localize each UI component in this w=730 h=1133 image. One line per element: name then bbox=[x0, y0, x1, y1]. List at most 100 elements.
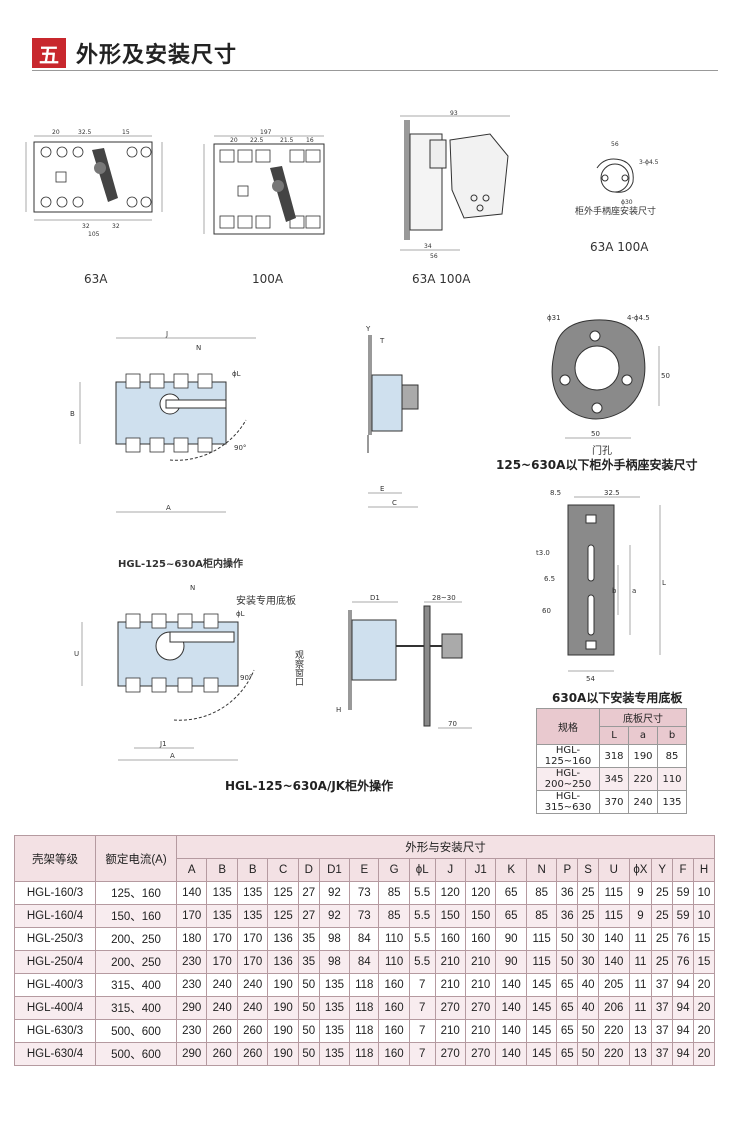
base-table-cell: 220 bbox=[628, 767, 658, 791]
dimension-cell: 135 bbox=[236, 904, 269, 928]
dimension-cell: 160 bbox=[378, 973, 410, 997]
dimension-cell: 120 bbox=[464, 881, 497, 905]
dim-table-col-header: N bbox=[525, 858, 558, 882]
dimension-cell: 11 bbox=[628, 973, 653, 997]
dimension-cell: 50 bbox=[556, 950, 579, 974]
dimension-cell: 160 bbox=[378, 996, 410, 1020]
dimension-cell: 25 bbox=[577, 904, 600, 928]
svg-text:ϕ30: ϕ30 bbox=[621, 199, 633, 206]
base-table-cell: 318 bbox=[599, 744, 629, 768]
base-table-cell: 240 bbox=[628, 790, 658, 814]
svg-text:Y: Y bbox=[365, 325, 371, 333]
base-table-row: HGL-200~250 345 220 110 bbox=[536, 767, 687, 791]
dimension-cell: 90 bbox=[495, 927, 527, 951]
svg-text:197: 197 bbox=[260, 129, 272, 136]
dimension-cell: 65 bbox=[495, 881, 527, 905]
dimension-cell: 260 bbox=[236, 1042, 269, 1066]
dimension-cell: 9 bbox=[628, 904, 653, 928]
header-divider bbox=[32, 70, 718, 71]
svg-text:20: 20 bbox=[230, 137, 238, 144]
dimension-cell: 5.5 bbox=[408, 881, 436, 905]
svg-text:90°: 90° bbox=[240, 674, 252, 682]
section-header: 五 外形及安装尺寸 bbox=[32, 38, 237, 68]
current-cell: 200、250 bbox=[95, 927, 177, 951]
svg-text:105: 105 bbox=[88, 231, 100, 238]
base-table-cell: 370 bbox=[599, 790, 629, 814]
model-cell: HGL-160/3 bbox=[14, 881, 96, 905]
dimension-cell: 94 bbox=[672, 1042, 694, 1066]
dimension-cell: 65 bbox=[556, 1019, 579, 1043]
dimension-cell: 220 bbox=[598, 1042, 630, 1066]
base-table-col: L bbox=[599, 726, 629, 745]
dimension-cell: 240 bbox=[206, 996, 238, 1020]
drawing-handle-seat: 563-ϕ4.5 ϕ30 bbox=[596, 141, 659, 206]
dim-table-col-header: K bbox=[495, 858, 527, 882]
dimension-cell: 59 bbox=[672, 904, 694, 928]
dimension-cell: 73 bbox=[349, 904, 380, 928]
base-table-cell: 345 bbox=[599, 767, 629, 791]
svg-text:J: J bbox=[165, 330, 168, 338]
handle-seat-note: 柜外手柄座安装尺寸 bbox=[575, 207, 657, 217]
svg-text:A: A bbox=[166, 504, 171, 512]
dim-table-col-header: E bbox=[349, 858, 380, 882]
caption-100a: 100A bbox=[252, 272, 284, 286]
dimension-cell: 160 bbox=[378, 1019, 410, 1043]
dimension-cell: 210 bbox=[464, 1019, 497, 1043]
dimension-cell: 20 bbox=[692, 1042, 716, 1066]
model-cell: HGL-250/4 bbox=[14, 950, 96, 974]
dimension-cell: 230 bbox=[175, 950, 208, 974]
dimension-cell: 36 bbox=[556, 904, 579, 928]
dimension-cell: 118 bbox=[349, 1042, 380, 1066]
svg-text:56: 56 bbox=[430, 253, 438, 260]
dim-table-col-header: P bbox=[556, 858, 579, 882]
section-title: 外形及安装尺寸 bbox=[76, 43, 238, 68]
dimension-cell: 7 bbox=[408, 996, 436, 1020]
dimension-cell: 92 bbox=[318, 881, 351, 905]
dimension-cell: 13 bbox=[628, 1042, 653, 1066]
svg-text:J1: J1 bbox=[159, 740, 167, 748]
dimension-cell: 94 bbox=[672, 996, 694, 1020]
dimension-cell: 240 bbox=[236, 973, 269, 997]
dim-table-col-header: C bbox=[267, 858, 299, 882]
dimension-cell: 115 bbox=[598, 904, 630, 928]
svg-text:D1: D1 bbox=[370, 594, 380, 602]
dimension-cell: 7 bbox=[408, 1019, 436, 1043]
dimension-cell: 190 bbox=[267, 996, 299, 1020]
svg-text:A: A bbox=[170, 752, 175, 760]
dimension-cell: 190 bbox=[267, 1019, 299, 1043]
base-table-cell: HGL-315~630 bbox=[536, 790, 600, 814]
dimension-cell: 206 bbox=[598, 996, 630, 1020]
dimension-cell: 27 bbox=[297, 881, 320, 905]
dimension-cell: 85 bbox=[525, 881, 558, 905]
dimension-cell: 25 bbox=[577, 881, 600, 905]
dimension-cell: 135 bbox=[318, 973, 351, 997]
dimension-cell: 98 bbox=[318, 927, 351, 951]
svg-text:32.5: 32.5 bbox=[604, 489, 620, 497]
dimension-cell: 140 bbox=[495, 1019, 527, 1043]
svg-text:32.5: 32.5 bbox=[78, 129, 92, 136]
dimension-cell: 20 bbox=[692, 1019, 716, 1043]
dimension-cell: 220 bbox=[598, 1019, 630, 1043]
dim-table-col-header: B bbox=[236, 858, 269, 882]
current-cell: 150、160 bbox=[95, 904, 177, 928]
base-plate-title: 630A以下安装专用底板 bbox=[552, 691, 683, 705]
caption-side-view: 63A 100A bbox=[412, 272, 471, 286]
dimension-cell: 25 bbox=[651, 904, 674, 928]
dimension-cell: 135 bbox=[206, 881, 238, 905]
dim-table-col-header: H bbox=[692, 858, 716, 882]
dimension-cell: 5.5 bbox=[408, 927, 436, 951]
dimension-cell: 145 bbox=[525, 1019, 558, 1043]
dimension-cell: 118 bbox=[349, 973, 380, 997]
dimension-cell: 145 bbox=[525, 973, 558, 997]
dimension-cell: 50 bbox=[297, 996, 320, 1020]
dimension-cell: 11 bbox=[628, 996, 653, 1020]
dimension-cell: 25 bbox=[651, 950, 674, 974]
dimension-cell: 5.5 bbox=[408, 904, 436, 928]
dimension-cell: 120 bbox=[434, 881, 466, 905]
inner-operation-title: HGL-125~630A柜内操作 bbox=[118, 559, 243, 570]
dimension-cell: 27 bbox=[297, 904, 320, 928]
dimension-cell: 135 bbox=[206, 904, 238, 928]
dimension-cell: 210 bbox=[434, 973, 466, 997]
